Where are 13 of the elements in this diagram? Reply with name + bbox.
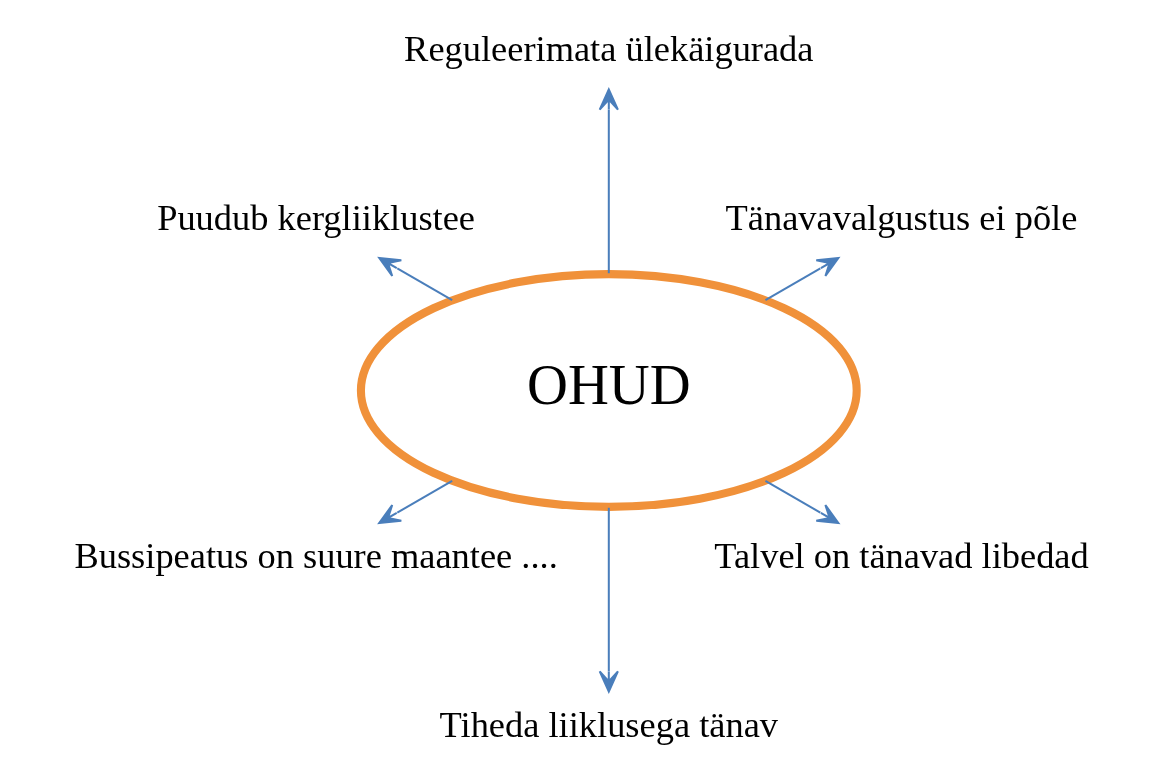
arrow bbox=[378, 256, 453, 301]
arrow bbox=[598, 507, 619, 693]
arrow bbox=[598, 88, 619, 274]
arrow bbox=[378, 480, 453, 525]
node-text: Talvel on tänavad libedad bbox=[714, 536, 1089, 577]
arrow bbox=[764, 256, 840, 301]
node-text: Tiheda liiklusega tänav bbox=[439, 705, 779, 746]
arrow bbox=[764, 480, 840, 525]
node-text: Reguleerimata ülekäigurada bbox=[404, 29, 814, 70]
node-text: Tänavavalgustus ei põle bbox=[725, 198, 1078, 239]
node-ellipse: OHUD bbox=[356, 270, 861, 511]
node-text: Bussipeatus on suure maantee .... bbox=[74, 536, 558, 577]
node-text: Puudub kergliiklustee bbox=[157, 198, 476, 239]
